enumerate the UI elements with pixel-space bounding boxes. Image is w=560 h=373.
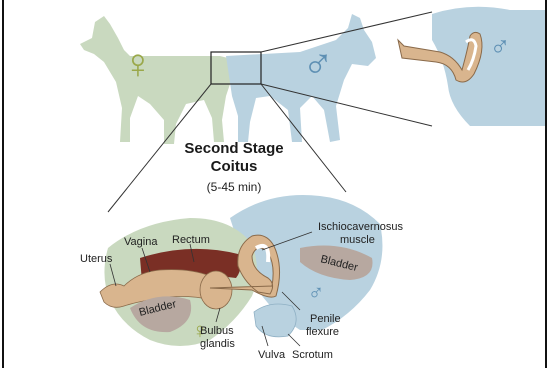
label-penile-line1: Penile	[310, 313, 341, 325]
label-bulbus-line2: glandis	[200, 338, 235, 350]
label-rectum: Rectum	[172, 234, 210, 246]
right-border	[545, 0, 547, 368]
title-line2: Coitus	[211, 158, 258, 175]
label-bulbus-line1: Bulbus	[200, 325, 234, 337]
female-dog-silhouette	[80, 16, 250, 144]
bulbus-glandis-organ	[200, 271, 232, 309]
female-symbol-top: ♀	[122, 40, 154, 87]
male-symbol-top: ♂	[302, 40, 334, 87]
label-uterus: Uterus	[80, 253, 113, 265]
title-line1: Second Stage	[184, 140, 283, 157]
male-dog-silhouette	[226, 14, 376, 142]
label-vulva: Vulva	[258, 349, 286, 361]
male-symbol-inset: ♂	[490, 31, 511, 62]
scrotum-organ	[254, 304, 296, 337]
male-symbol-detail: ♂	[308, 280, 325, 305]
title-duration: (5-45 min)	[207, 180, 262, 194]
label-scrotum: Scrotum	[292, 349, 333, 361]
label-ischio-line2: muscle	[340, 234, 375, 246]
left-border	[2, 0, 4, 368]
label-penile-line2: flexure	[306, 326, 339, 338]
label-vagina: Vagina	[124, 236, 158, 248]
label-ischio-line1: Ischiocavernosus	[318, 221, 403, 233]
